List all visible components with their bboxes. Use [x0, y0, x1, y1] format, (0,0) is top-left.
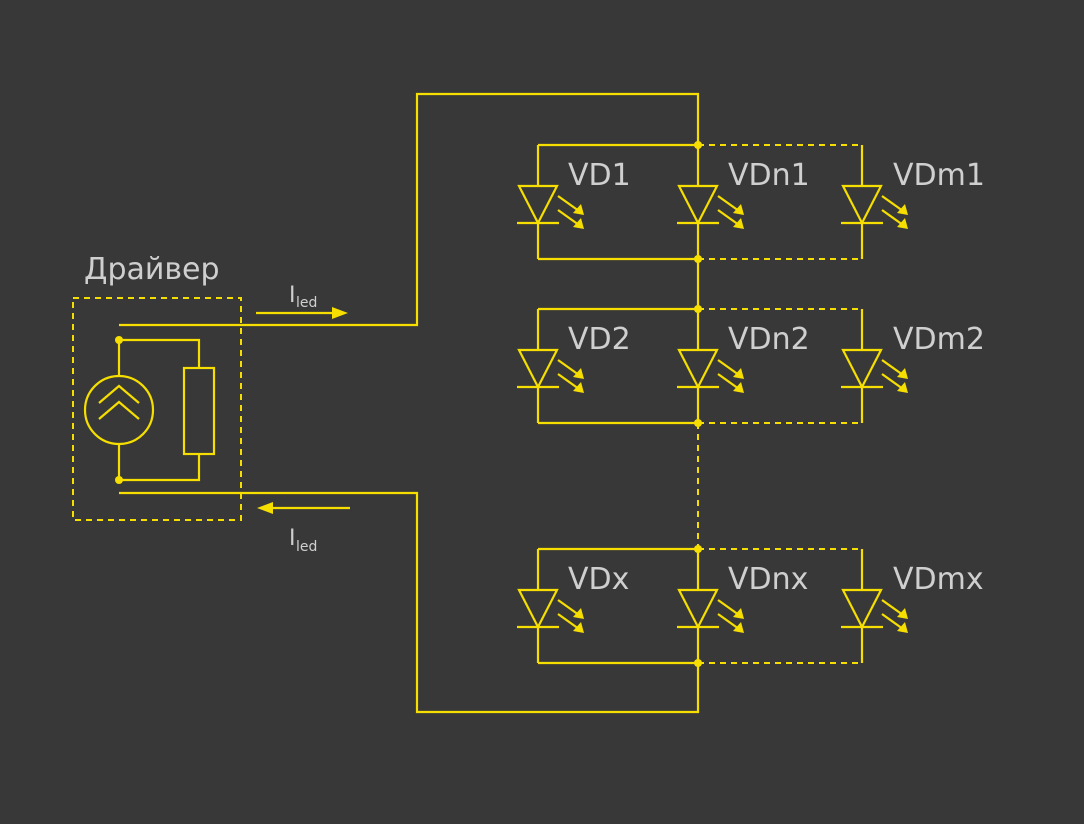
light-emission-arrow-icon [881, 599, 904, 616]
junction-dot [694, 659, 702, 667]
arrowhead-icon [573, 622, 584, 633]
driver-block: Драйвер [72, 252, 242, 521]
light-emission-arrow-icon [717, 195, 740, 212]
led-label: VDm2 [893, 322, 985, 357]
arrowhead-icon [897, 608, 908, 619]
junction-dot [694, 255, 702, 263]
arrowhead-icon [573, 204, 584, 215]
led-label: VDnx [728, 562, 808, 597]
light-emission-arrow-icon [717, 209, 740, 226]
light-emission-arrow-icon [557, 599, 580, 616]
shunt-resistor-icon [182, 366, 216, 456]
led-label: VDmx [893, 562, 984, 597]
led-triangle-icon [841, 588, 883, 630]
light-emission-arrow-icon [717, 359, 740, 376]
led-row: VD2 VDn2 VDm2 [517, 305, 985, 427]
arrowhead-icon [733, 218, 744, 229]
arrowhead-icon [332, 307, 348, 319]
current-source-chevron-lower-icon [98, 400, 140, 420]
led-triangle-icon [677, 184, 719, 226]
led-label: VD1 [568, 158, 631, 193]
led-triangle-icon [677, 348, 719, 390]
light-emission-arrow-icon [717, 613, 740, 630]
led-triangle-icon [841, 348, 883, 390]
arrowhead-icon [733, 608, 744, 619]
led-label: VD2 [568, 322, 631, 357]
light-emission-arrow-icon [881, 613, 904, 630]
led-triangle-icon [841, 184, 883, 226]
current-arrow-out: I led [256, 283, 348, 319]
current-label-subscript: led [296, 295, 317, 311]
current-arrow-in: I led [257, 502, 350, 555]
current-label-subscript: led [296, 539, 317, 555]
light-emission-arrow-icon [717, 373, 740, 390]
junction-dot [694, 141, 702, 149]
junction-dot [694, 545, 702, 553]
light-emission-arrow-icon [881, 373, 904, 390]
arrowhead-icon [573, 368, 584, 379]
led-triangle-icon [677, 588, 719, 630]
led-triangle-icon [517, 184, 559, 226]
junction-dot [115, 336, 123, 344]
current-source-chevron-upper-icon [98, 384, 140, 404]
led-label: VDn2 [728, 322, 810, 357]
arrowhead-icon [897, 382, 908, 393]
current-label-symbol: I [289, 283, 296, 308]
led-label: VDx [568, 562, 629, 597]
light-emission-arrow-icon [557, 195, 580, 212]
junction-dot [115, 476, 123, 484]
arrowhead-icon [897, 368, 908, 379]
light-emission-arrow-icon [881, 359, 904, 376]
light-emission-arrow-icon [717, 599, 740, 616]
current-label-symbol: I [289, 526, 296, 551]
light-emission-arrow-icon [557, 373, 580, 390]
led-triangle-icon [517, 348, 559, 390]
light-emission-arrow-icon [557, 613, 580, 630]
led-label: VDn1 [728, 158, 810, 193]
arrowhead-icon [897, 622, 908, 633]
driver-label: Драйвер [84, 252, 220, 287]
arrowhead-icon [257, 502, 273, 514]
led-triangle-icon [517, 588, 559, 630]
negative-return-wire [119, 491, 700, 714]
led-label: VDm1 [893, 158, 985, 193]
light-emission-arrow-icon [881, 195, 904, 212]
arrowhead-icon [733, 622, 744, 633]
arrowhead-icon [733, 382, 744, 393]
light-emission-arrow-icon [557, 359, 580, 376]
arrowhead-icon [573, 218, 584, 229]
arrowhead-icon [733, 368, 744, 379]
driver-dashed-box [72, 297, 242, 521]
arrowhead-icon [897, 204, 908, 215]
light-emission-arrow-icon [881, 209, 904, 226]
led-row: VDx VDnx VDmx [517, 545, 984, 667]
arrowhead-icon [573, 382, 584, 393]
arrowhead-icon [733, 204, 744, 215]
light-emission-arrow-icon [557, 209, 580, 226]
led-row: VD1 VDn1 VDm1 [517, 141, 985, 263]
arrowhead-icon [573, 608, 584, 619]
driver-wire [119, 454, 201, 482]
junction-dot [694, 419, 702, 427]
junction-dot [694, 305, 702, 313]
positive-supply-wire [119, 92, 700, 327]
arrowhead-icon [897, 218, 908, 229]
driver-wire [119, 338, 201, 368]
